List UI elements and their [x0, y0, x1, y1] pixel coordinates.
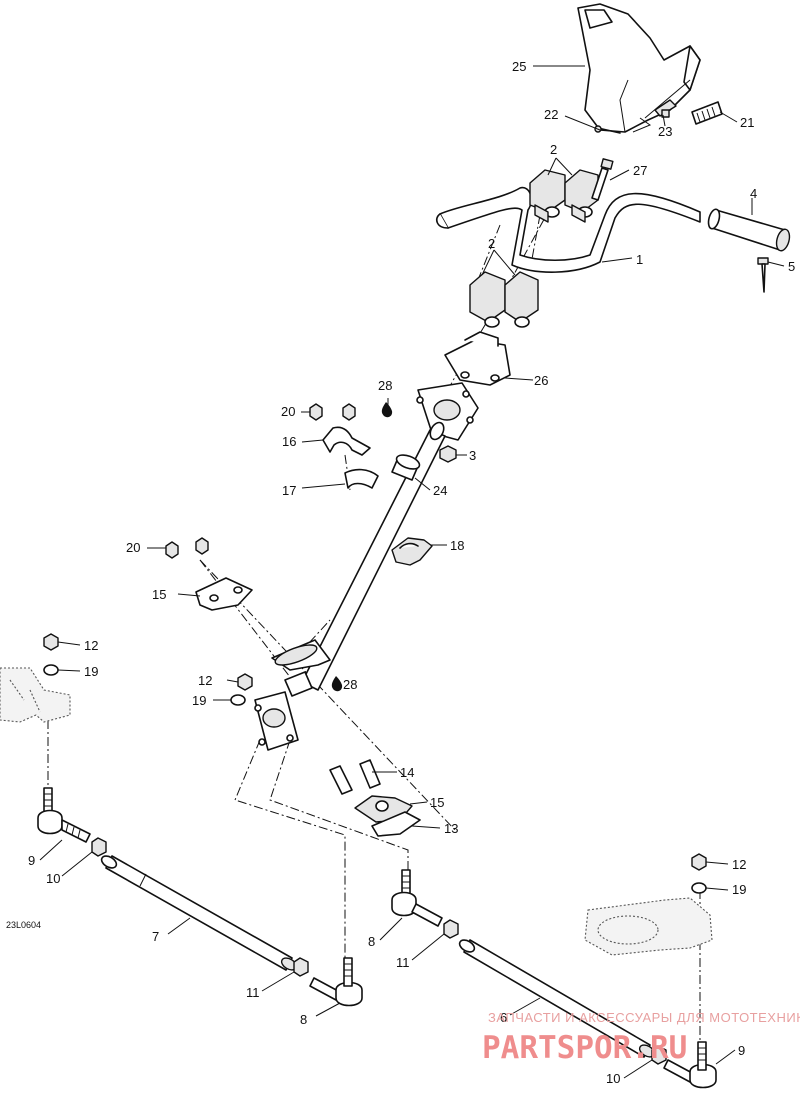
callout-label: 10 [46, 871, 60, 886]
callout-label: 15 [430, 795, 444, 810]
steering-arm-clamp [329, 759, 421, 837]
callout-label: 9 [738, 1043, 745, 1058]
left-spindle-arm [0, 633, 71, 723]
bracket [444, 331, 511, 386]
callout-label: 19 [192, 693, 206, 708]
callout-label: 9 [28, 853, 35, 868]
lower-tie-rod-end [293, 957, 363, 1007]
callout-label: 13 [444, 821, 458, 836]
right-tie-rod [458, 939, 656, 1058]
callout-label: 5 [788, 259, 795, 274]
callout-label: 26 [534, 373, 548, 388]
callout-label: 16 [282, 434, 296, 449]
callout-label: 28 [343, 677, 357, 692]
drawing-code: 23L0604 [6, 920, 41, 930]
handlebar [435, 186, 701, 273]
callout-label: 23 [658, 124, 672, 139]
column-hardware [230, 673, 253, 706]
callout-label: 8 [368, 934, 375, 949]
callout-label: 22 [544, 107, 558, 122]
grip-rivet [757, 257, 769, 293]
watermark: ЗАПЧАСТИ И АКСЕССУАРЫ ДЛЯ МОТОТЕХНИКИ PA… [482, 1010, 800, 1066]
left-tie-rod-end [37, 787, 107, 857]
callout-label: 17 [282, 483, 296, 498]
lower-column-clamp [165, 537, 253, 611]
handlebar-pad [577, 3, 701, 133]
clamp-bolt [591, 158, 614, 201]
callout-label: 21 [740, 115, 754, 130]
oil-drop-icon [331, 676, 343, 692]
callout-label: 6 [500, 1010, 507, 1025]
callout-label: 3 [469, 448, 476, 463]
oil-drop-icon [381, 402, 393, 418]
right-tie-rod-end [651, 1041, 717, 1089]
callout-label: 11 [246, 985, 260, 1000]
upper-clamp [529, 169, 599, 223]
callout-label: 2 [488, 236, 495, 251]
callout-label: 12 [732, 857, 746, 872]
callout-label: 4 [750, 186, 757, 201]
callout-label: 14 [400, 765, 414, 780]
callout-label: 2 [550, 142, 557, 157]
callout-label: 27 [633, 163, 647, 178]
pad-hardware [594, 101, 723, 134]
callout-label: 12 [198, 673, 212, 688]
watermark-logo: PARTSPOR.RU [482, 1030, 687, 1066]
callout-label: 20 [126, 540, 140, 555]
steering-column [254, 382, 479, 751]
callout-label: 12 [84, 638, 98, 653]
right-spindle-arm [584, 853, 713, 956]
center-tie-rod-end [391, 869, 459, 939]
left-tie-rod [100, 855, 298, 971]
callout-label: 19 [84, 664, 98, 679]
callout-label: 18 [450, 538, 464, 553]
callout-label: 8 [300, 1012, 307, 1027]
column-bushing [391, 537, 433, 566]
callout-label: 28 [378, 378, 392, 393]
callout-label: 7 [152, 929, 159, 944]
upper-column-clamp [309, 403, 379, 489]
callout-label: 25 [512, 59, 526, 74]
callout-label: 10 [606, 1071, 620, 1086]
callout-label: 11 [396, 955, 410, 970]
watermark-tagline: ЗАПЧАСТИ И АКСЕССУАРЫ ДЛЯ МОТОТЕХНИКИ [488, 1010, 800, 1025]
callout-label: 19 [732, 882, 746, 897]
lower-clamp [469, 271, 539, 328]
callout-label: 24 [433, 483, 447, 498]
callout-label: 15 [152, 587, 166, 602]
callout-label: 20 [281, 404, 295, 419]
callout-labels: 1 2 2 3 4 5 6 7 8 8 9 9 10 10 11 11 12 1… [28, 59, 795, 1086]
callout-label: 1 [636, 252, 643, 267]
grip [707, 208, 791, 252]
